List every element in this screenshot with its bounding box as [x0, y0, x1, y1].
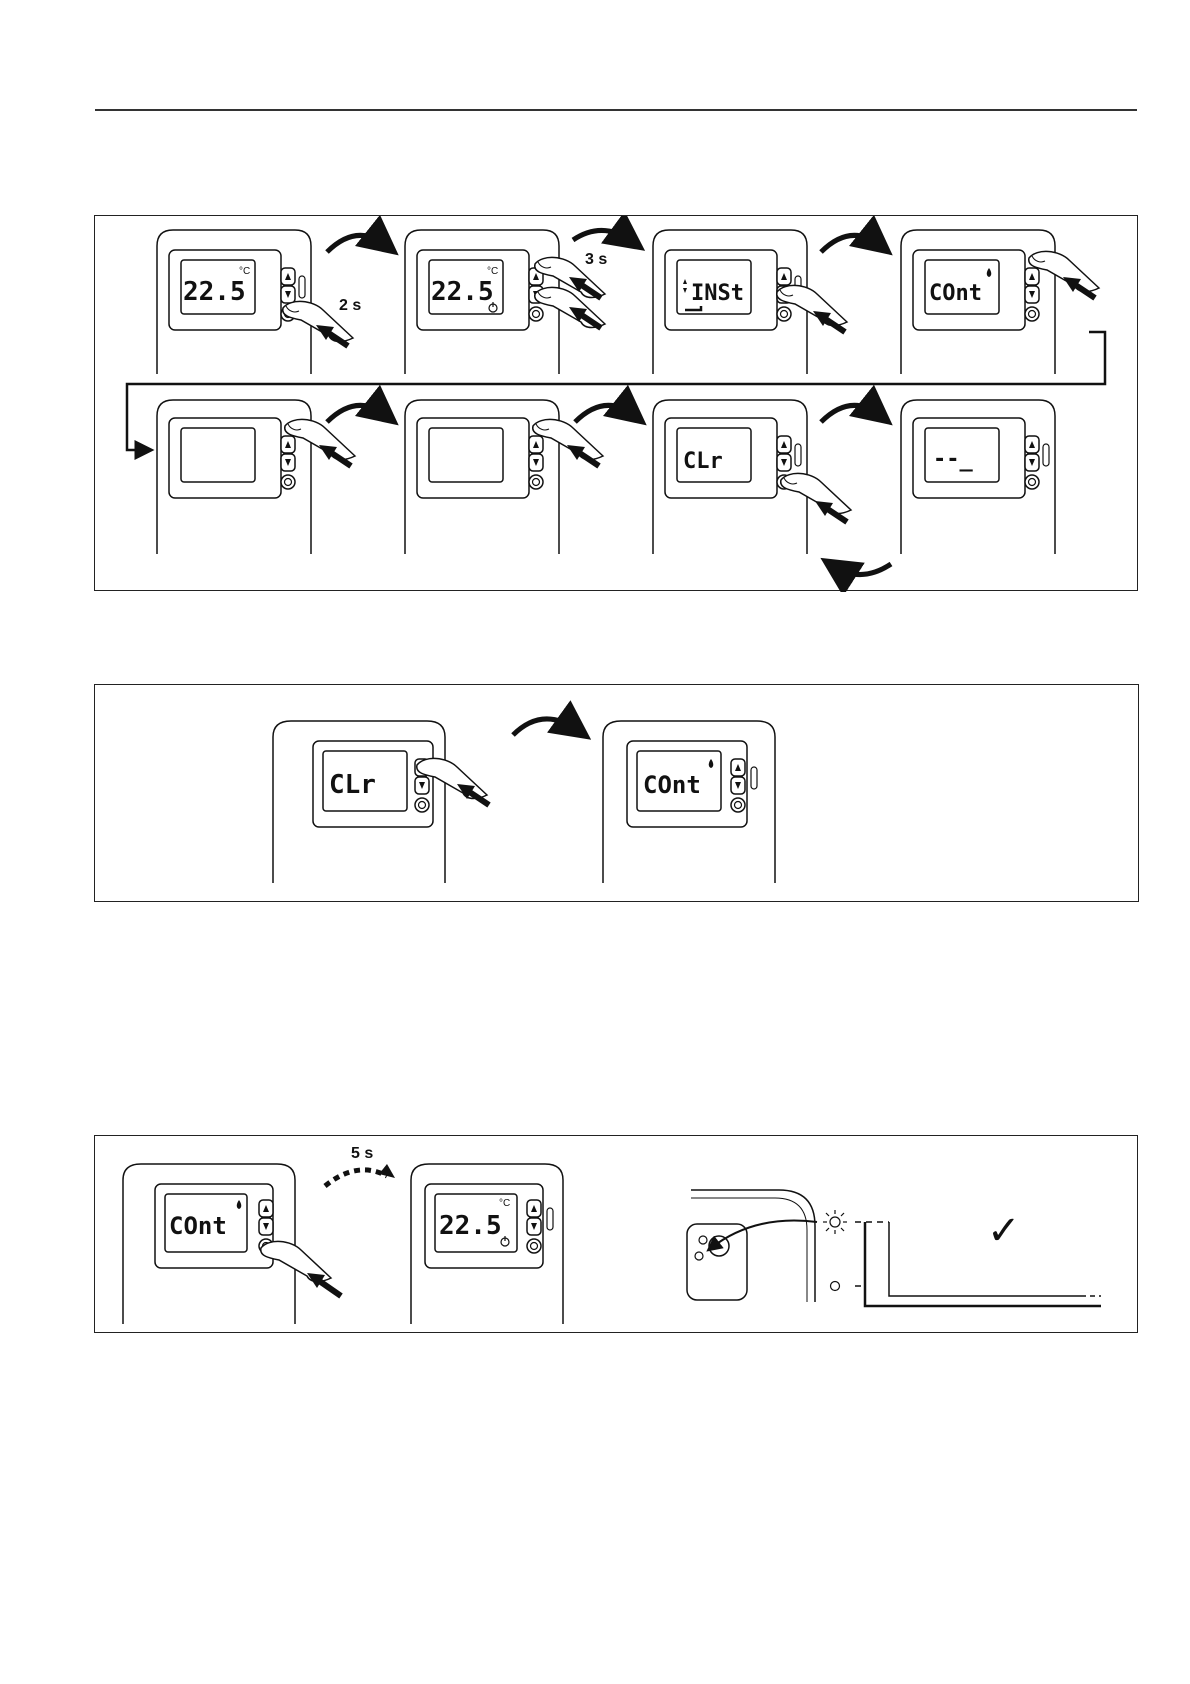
flow-arrow-5 [327, 405, 387, 422]
dotted-flow-arrow [325, 1170, 387, 1186]
device-step-2: 22.5 °C [405, 230, 605, 374]
device-step-8: --_ [901, 400, 1055, 554]
hold-3s-label: 3 s [585, 251, 607, 268]
hold-2s-label: 2 s [339, 297, 361, 314]
lcd-text: 22.5 [439, 1211, 502, 1241]
lcd-text: --_ [933, 447, 973, 472]
lcd-text: CLr [683, 449, 723, 474]
press-arrow-icon [307, 1273, 341, 1296]
lcd-text: 22.5 [183, 277, 246, 307]
led-slot [1043, 444, 1049, 466]
button-stack[interactable] [1025, 436, 1039, 489]
led-slot [299, 276, 305, 298]
device-normal: 22.5 °C [411, 1164, 563, 1324]
lcd-text: COnt [643, 771, 701, 799]
unit-label: °C [239, 266, 250, 277]
flow-arrow-3 [821, 235, 881, 252]
button-stack[interactable] [731, 759, 745, 812]
receiver-face [687, 1224, 747, 1300]
device-cont-press: COnt [123, 1164, 341, 1324]
button-stack[interactable] [1025, 268, 1039, 321]
receiver-unit [687, 1190, 817, 1302]
unit-label: °C [499, 1198, 510, 1209]
lcd-text: INSt [691, 281, 744, 306]
device-clear: CLr [273, 721, 489, 883]
sun-led-icon [823, 1210, 847, 1234]
button-stack[interactable] [527, 1200, 541, 1253]
flow-arrow [513, 719, 579, 735]
check-icon: ✓ [987, 1208, 1021, 1254]
led-slot [795, 444, 801, 466]
device-step-3: INSt [653, 230, 847, 374]
led-bottom [695, 1252, 703, 1260]
hold-5s-label: 5 s [351, 1145, 373, 1162]
header-rule [95, 109, 1137, 111]
led-slot [547, 1208, 553, 1230]
flow-arrow-2 [573, 230, 633, 242]
panel-3-confirm-sequence: COnt 5 s 22.5 °C [94, 1135, 1138, 1333]
device-step-7: CLr [653, 400, 851, 554]
device-step-1: 22.5 °C [157, 230, 353, 374]
led-off-icon [831, 1282, 840, 1291]
back-arrow [833, 564, 891, 575]
device-cont: COnt [603, 721, 775, 883]
lcd-text: 22.5 [431, 277, 494, 307]
unit-label: °C [487, 266, 498, 277]
lcd-text: COnt [169, 1212, 227, 1240]
button-stack[interactable] [529, 436, 543, 489]
finger-icon [781, 473, 851, 513]
panel-2-exit-sequence: CLr COnt [94, 684, 1139, 902]
button-stack[interactable] [281, 436, 295, 489]
lcd-text: CLr [329, 770, 376, 800]
device-step-4: COnt [901, 230, 1099, 374]
flow-arrow-7 [821, 405, 881, 422]
device-step-6 [405, 400, 603, 554]
led-top [699, 1236, 707, 1244]
led-slot [751, 767, 757, 789]
flow-arrow-6 [575, 405, 635, 422]
lcd-text: COnt [929, 281, 982, 306]
panel-1-clear-bindings-sequence: 22.5 °C 2 s 22.5 °C 3 s INSt [94, 215, 1138, 591]
signal-timing-graph [855, 1222, 1101, 1306]
flow-arrow-1 [327, 235, 387, 252]
device-step-5 [157, 400, 355, 554]
